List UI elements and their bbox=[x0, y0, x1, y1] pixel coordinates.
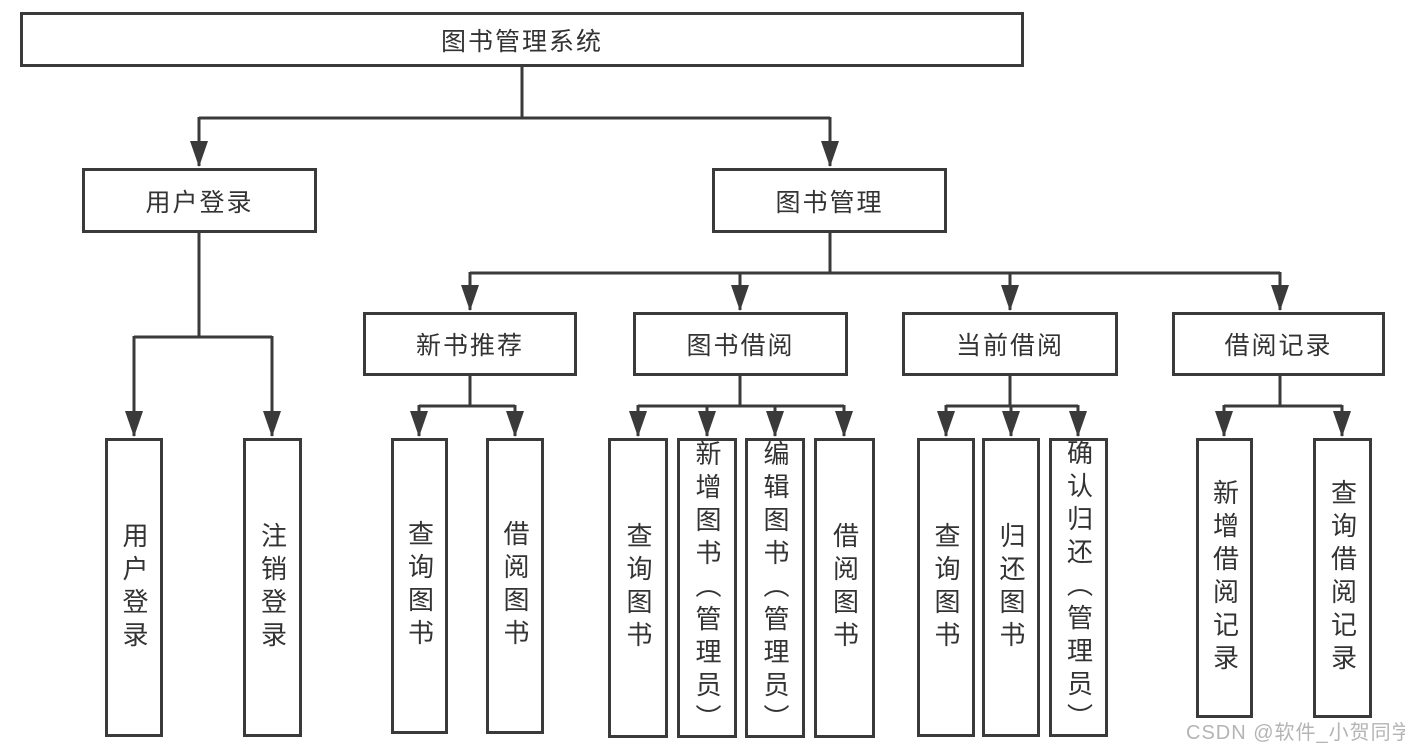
leaf-confirm-return-admin-label: 确认归还（管理员） bbox=[1063, 439, 1094, 736]
leaf-add-book-admin: 新增图书（管理员） bbox=[677, 438, 737, 738]
node-borrow-records-label: 借阅记录 bbox=[1224, 332, 1333, 360]
leaf-confirm-return-admin: 确认归还（管理员） bbox=[1049, 438, 1108, 737]
node-new-book-recommend-label: 新书推荐 bbox=[415, 332, 524, 360]
node-user-login: 用户登录 bbox=[82, 168, 317, 233]
node-book-management-label: 图书管理 bbox=[775, 188, 884, 217]
leaf-add-borrow-record-label: 新增借阅记录 bbox=[1209, 479, 1240, 677]
node-borrow-records: 借阅记录 bbox=[1172, 312, 1385, 376]
leaf-add-book-admin-label: 新增图书（管理员） bbox=[692, 439, 722, 737]
leaf-return-book: 归还图书 bbox=[982, 438, 1040, 737]
node-book-borrowing-label: 图书借阅 bbox=[686, 332, 795, 360]
leaf-borrow-books-recommend: 借阅图书 bbox=[486, 438, 544, 734]
node-book-management: 图书管理 bbox=[712, 168, 947, 233]
leaf-borrow-books-recommend-label: 借阅图书 bbox=[500, 520, 530, 652]
leaf-query-books-borrowing-label: 查询图书 bbox=[623, 522, 653, 654]
leaf-query-borrow-record: 查询借阅记录 bbox=[1313, 438, 1372, 718]
leaf-add-borrow-record: 新增借阅记录 bbox=[1196, 438, 1253, 718]
leaf-logout-label: 注销登录 bbox=[257, 521, 288, 654]
leaf-return-book-label: 归还图书 bbox=[996, 521, 1026, 654]
node-root-system-label: 图书管理系统 bbox=[440, 27, 603, 56]
leaf-logout: 注销登录 bbox=[243, 438, 302, 737]
leaf-query-books-recommend: 查询图书 bbox=[391, 438, 448, 734]
leaf-edit-book-admin: 编辑图书（管理员） bbox=[745, 438, 805, 738]
node-root-system: 图书管理系统 bbox=[20, 12, 1024, 67]
leaf-user-login-label: 用户登录 bbox=[119, 521, 149, 654]
leaf-query-books-recommend-label: 查询图书 bbox=[404, 520, 435, 652]
node-current-borrowing-label: 当前借阅 bbox=[955, 332, 1064, 360]
leaf-borrow-books-borrowing-label: 借阅图书 bbox=[829, 522, 860, 654]
leaf-query-borrow-record-label: 查询借阅记录 bbox=[1327, 479, 1358, 677]
node-new-book-recommend: 新书推荐 bbox=[363, 312, 577, 376]
csdn-watermark: CSDN @软件_小贺同学 bbox=[1186, 722, 1405, 744]
leaf-edit-book-admin-label: 编辑图书（管理员） bbox=[760, 439, 790, 737]
leaf-borrow-books-borrowing: 借阅图书 bbox=[814, 438, 875, 738]
node-current-borrowing: 当前借阅 bbox=[902, 312, 1118, 376]
leaf-query-books-current: 查询图书 bbox=[917, 438, 975, 737]
leaf-user-login: 用户登录 bbox=[105, 438, 163, 737]
leaf-query-books-borrowing: 查询图书 bbox=[608, 438, 668, 738]
leaf-query-books-current-label: 查询图书 bbox=[931, 521, 961, 654]
node-user-login-label: 用户登录 bbox=[145, 188, 254, 217]
node-book-borrowing: 图书借阅 bbox=[633, 312, 848, 376]
